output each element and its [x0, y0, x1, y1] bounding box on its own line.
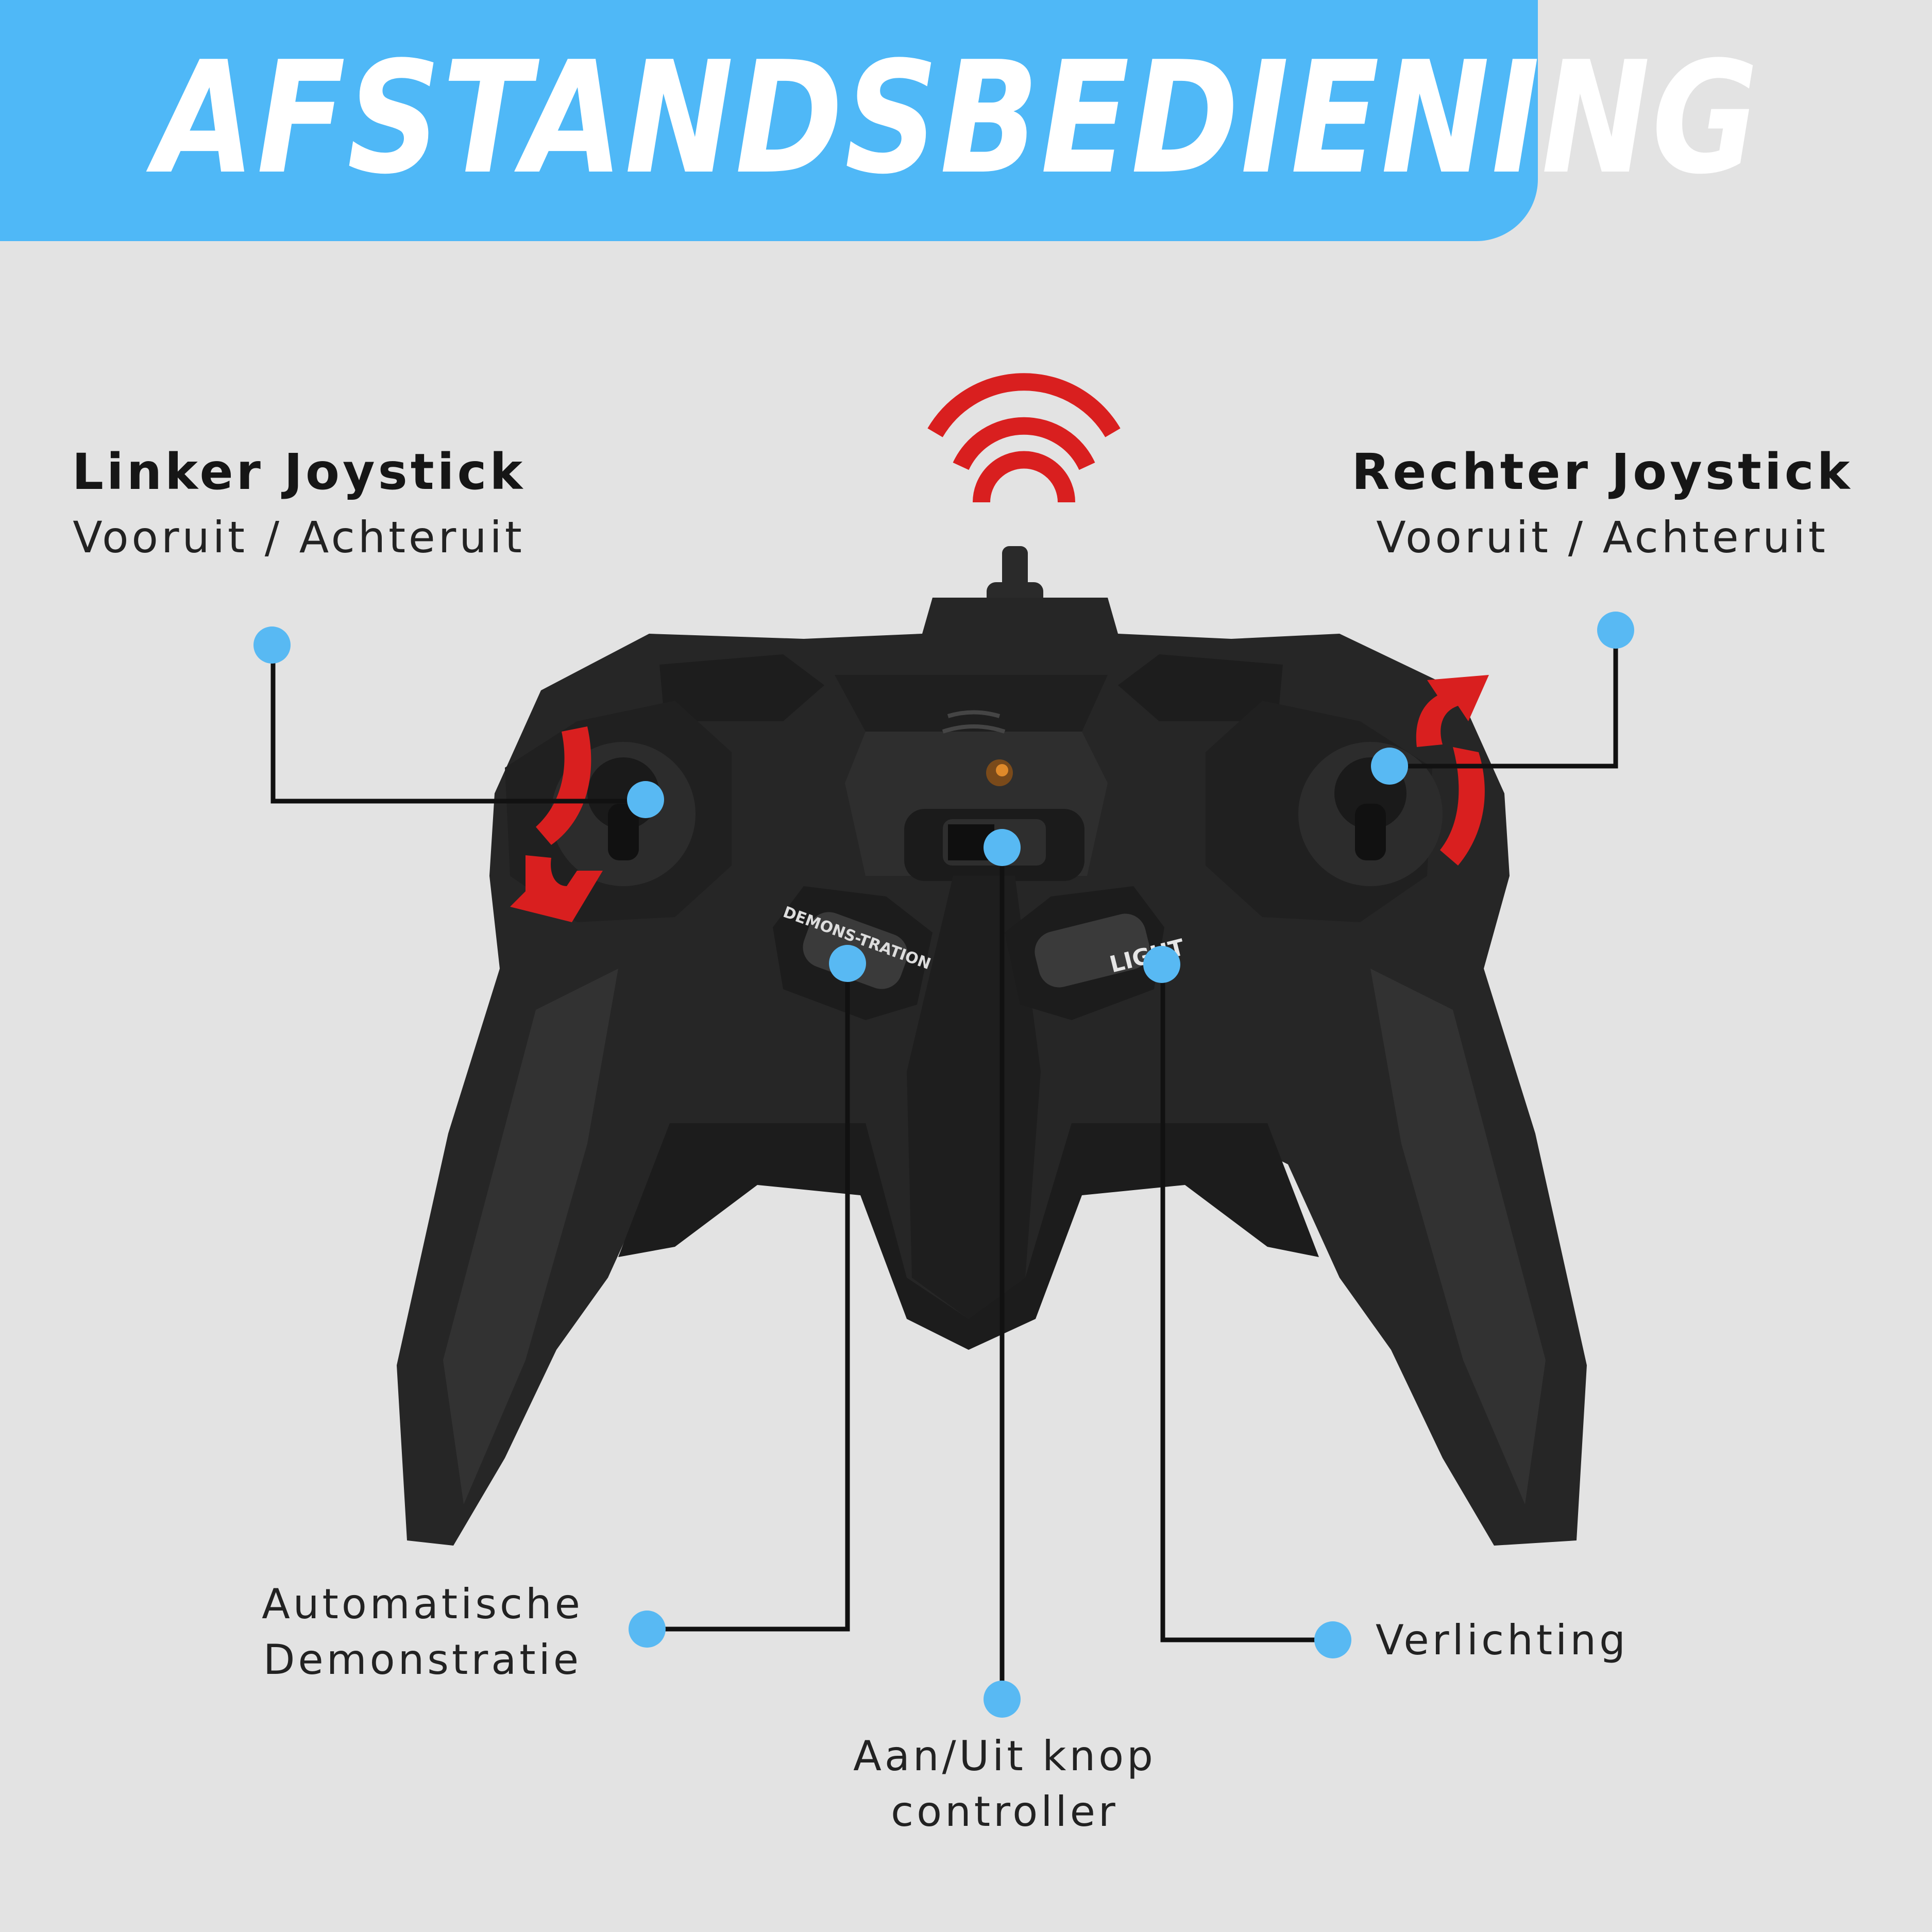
right-joystick-subtitle: Vooruit / Achteruit: [1376, 512, 1828, 563]
power-callout-label: Aan/Uit knop controller: [773, 1728, 1236, 1840]
light-button-anchor-dot: [1143, 946, 1180, 983]
power-callout-dot: [984, 1681, 1021, 1718]
signal-waves-icon: [927, 373, 1121, 503]
light-callout-dot: [1314, 1621, 1351, 1658]
light-callout-label: Verlichting: [1376, 1613, 1685, 1668]
left-joystick-label: Linker Joystick Vooruit / Achteruit: [41, 443, 556, 563]
demo-callout-line1: Automatische: [262, 1580, 583, 1628]
demo-callout-dot: [629, 1611, 666, 1648]
light-callout-line: [1160, 966, 1333, 1642]
right-joystick-label: Rechter Joystick Vooruit / Achteruit: [1340, 443, 1865, 563]
controller-body: [397, 598, 1587, 1546]
left-joystick-anchor-dot: [627, 781, 664, 818]
right-joystick-dot: [1597, 612, 1634, 649]
power-callout-line1: Aan/Uit knop: [853, 1732, 1156, 1780]
right-joystick-anchor-dot: [1371, 748, 1408, 785]
power-callout-line2: controller: [891, 1788, 1118, 1836]
demo-button-anchor-dot: [829, 945, 866, 982]
left-joystick-subtitle: Vooruit / Achteruit: [73, 512, 525, 563]
left-joystick-title: Linker Joystick: [72, 443, 526, 501]
right-joystick-callout-line: [1389, 631, 1618, 769]
title-banner: AFSTANDSBEDIENING: [0, 0, 1758, 241]
left-joystick-dot: [253, 626, 291, 664]
banner-title: AFSTANDSBEDIENING: [155, 28, 1760, 208]
callout-lines: [270, 631, 1618, 1699]
right-joystick-direction-arrows-icon: [1416, 675, 1489, 866]
demo-callout-label: Automatische Demonstratie: [216, 1577, 629, 1688]
light-callout-text: Verlichting: [1376, 1616, 1629, 1664]
left-joystick-direction-arrows-icon: [510, 726, 603, 922]
right-joystick-title: Rechter Joystick: [1351, 443, 1853, 501]
left-joystick-callout-line: [270, 645, 646, 804]
callout-dots: [253, 612, 1634, 1718]
demo-callout-line: [647, 966, 850, 1632]
power-switch-anchor-dot: [984, 829, 1021, 866]
demo-callout-line2: Demonstratie: [263, 1636, 582, 1684]
